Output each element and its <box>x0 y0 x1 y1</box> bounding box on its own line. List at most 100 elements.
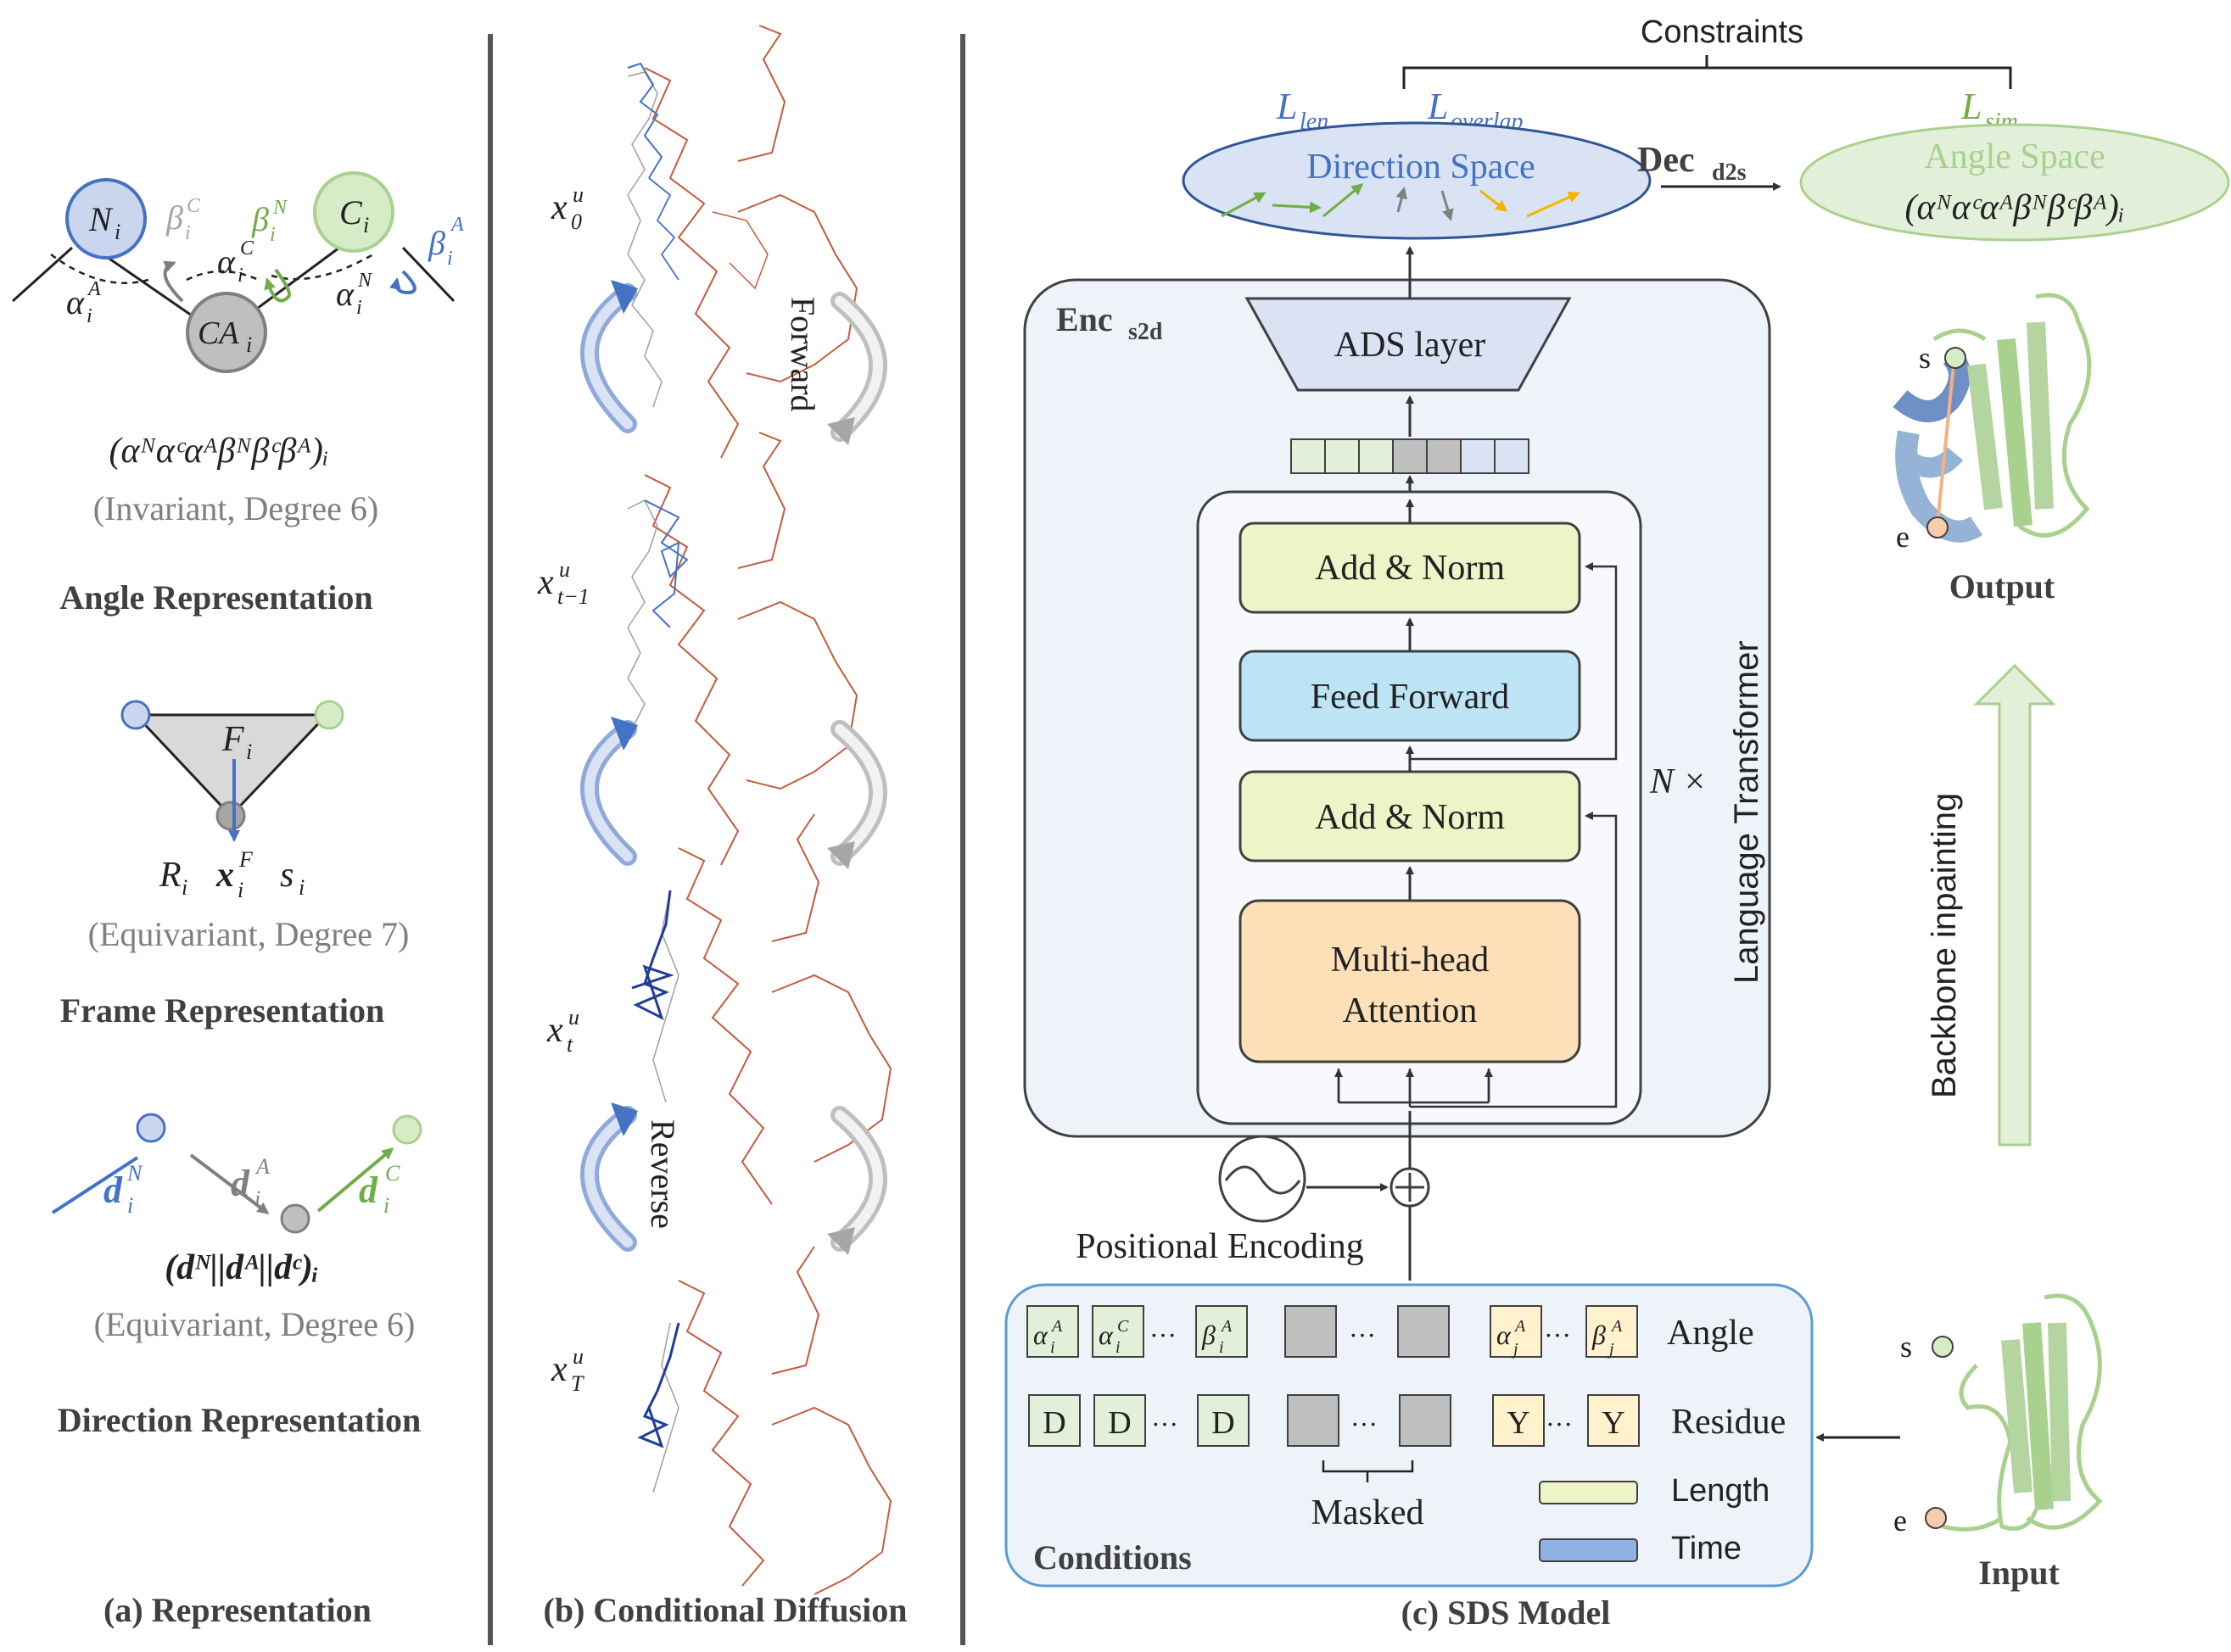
svg-text:i: i <box>182 875 187 900</box>
svg-text:i: i <box>127 1193 133 1218</box>
angle-dots-3: ··· <box>1544 1320 1571 1350</box>
svg-text:i: i <box>299 875 305 900</box>
ads-layer <box>1244 297 1572 392</box>
label-x0-sub: 0 <box>571 209 582 234</box>
angle-row-label: Angle <box>1667 1314 1754 1353</box>
angle-formula: (αᴺαᶜαᴬβᴺβᶜβᴬ)ᵢ <box>109 432 328 471</box>
reverse-arrows <box>580 280 638 1252</box>
svg-text:A: A <box>87 278 101 300</box>
frame-r-label: R <box>159 856 182 895</box>
output-s-label: s <box>1919 341 1931 375</box>
label-xt1-sub: t−1 <box>557 584 590 609</box>
enc-label: Enc <box>1056 300 1113 338</box>
label-xt: x <box>546 1011 563 1050</box>
angle-dots-1: ··· <box>1149 1320 1177 1350</box>
direction-da-label: d <box>231 1163 250 1204</box>
input-protein <box>1925 1293 2103 1532</box>
backbone-inpainting-label: Backbone inpainting <box>1926 793 1963 1098</box>
svg-text:A: A <box>1513 1317 1526 1336</box>
ca-node-sub: i <box>246 332 252 357</box>
svg-text:i: i <box>383 1193 389 1218</box>
label-xt-sub: t <box>567 1032 573 1057</box>
label-xt1: x <box>537 563 554 602</box>
direction-dn-label: d <box>103 1169 123 1211</box>
caption-a: (a) Representation <box>103 1591 372 1629</box>
frame-diagram: F i R i x i F s i <box>120 700 344 902</box>
output-protein <box>1893 293 2092 543</box>
backbone-inpainting-arrow <box>1973 663 2056 1147</box>
direction-formula: (dᴺ||dᴬ||dᶜ)ᵢ <box>165 1248 319 1287</box>
l-sim: L <box>1960 86 1982 127</box>
svg-text:i: i <box>246 739 252 764</box>
trace-x0 <box>627 25 858 459</box>
residue-y-2: Y <box>1602 1405 1624 1441</box>
svg-text:C: C <box>187 195 201 217</box>
svg-text:β: β <box>1591 1320 1606 1350</box>
trace-xt <box>631 813 892 1205</box>
language-transformer-label: Language Transformer <box>1728 640 1765 984</box>
svg-text:α: α <box>1099 1320 1114 1350</box>
input-label: Input <box>1978 1554 2060 1592</box>
direction-dc-label: d <box>359 1169 378 1211</box>
direction-title: Direction Representation <box>58 1401 421 1439</box>
add-norm-bottom-label: Add & Norm <box>1315 798 1505 837</box>
label-xT: x <box>551 1350 568 1389</box>
svg-text:j: j <box>1607 1340 1614 1359</box>
caption-b: (b) Conditional Diffusion <box>544 1591 908 1629</box>
legend-length-swatch <box>1539 1481 1638 1504</box>
dec-label: Dec <box>1637 141 1695 180</box>
angle-note: (Invariant, Degree 6) <box>93 489 378 527</box>
l-overlap: L <box>1427 86 1448 127</box>
angle-row: α i A α i C ··· β i A ··· α j A ··· β j … <box>1026 1305 1754 1359</box>
svg-text:i: i <box>185 222 191 244</box>
conditions-label: Conditions <box>1033 1538 1192 1577</box>
enc-sub: s2d <box>1128 319 1163 345</box>
forward-arrows <box>827 292 887 1255</box>
rotate-arrow-gray <box>163 260 184 303</box>
frame-note: (Equivariant, Degree 7) <box>88 915 410 953</box>
svg-text:i: i <box>1116 1338 1121 1357</box>
output-label: Output <box>1949 567 2055 606</box>
angle-title: Angle Representation <box>59 578 372 617</box>
direction-space-label: Direction Space <box>1306 148 1535 187</box>
alpha-c-label: α <box>217 243 236 281</box>
n-node-sub: i <box>115 220 120 244</box>
label-xt1-sup: u <box>559 557 570 582</box>
n-node-label: N <box>88 200 114 238</box>
masked-brace <box>1322 1460 1414 1482</box>
direction-space <box>1182 121 1652 240</box>
alpha-a-label: α <box>66 283 85 321</box>
residue-dots-2: ··· <box>1350 1409 1378 1439</box>
angle-diagram: N i C i CA i β i C β i N β i A α i C α i… <box>11 171 464 373</box>
label-xt-sup: u <box>568 1005 579 1030</box>
forward-label: Forward <box>784 297 822 412</box>
svg-text:C: C <box>1117 1317 1129 1336</box>
svg-text:α: α <box>1033 1320 1048 1350</box>
c-node-label: C <box>339 193 363 232</box>
angle-space-label: Angle Space <box>1924 137 2105 176</box>
output-e-label: e <box>1896 520 1909 554</box>
constraints-label: Constraints <box>1641 14 1803 50</box>
alpha-n-label: α <box>336 275 355 313</box>
residue-d-1: D <box>1043 1405 1065 1441</box>
legend-time-swatch <box>1539 1538 1638 1562</box>
panel-c: Constraints L len L overlap L sim Direct… <box>1004 14 2230 1632</box>
svg-text:i: i <box>238 265 243 287</box>
l-len: L <box>1276 86 1297 127</box>
svg-text:j: j <box>1511 1340 1518 1359</box>
c-node <box>313 171 394 253</box>
svg-text:i: i <box>447 248 453 270</box>
caption-c: (c) SDS Model <box>1401 1593 1611 1632</box>
residue-dots-1: ··· <box>1151 1409 1178 1439</box>
label-x0-sup: u <box>573 182 584 207</box>
label-xT-sup: u <box>573 1344 584 1369</box>
trace-xt1 <box>627 432 858 866</box>
direction-note: (Equivariant, Degree 6) <box>94 1305 416 1343</box>
svg-text:A: A <box>1050 1317 1063 1336</box>
beta-c-label: β <box>165 198 183 237</box>
residue-row: D D ··· D ··· Y ··· Y Residue <box>1028 1394 1786 1447</box>
legend-length-label: Length <box>1671 1473 1770 1509</box>
beta-a-label: β <box>428 224 445 262</box>
mha-line2: Attention <box>1343 991 1478 1030</box>
svg-text:F: F <box>238 847 254 872</box>
